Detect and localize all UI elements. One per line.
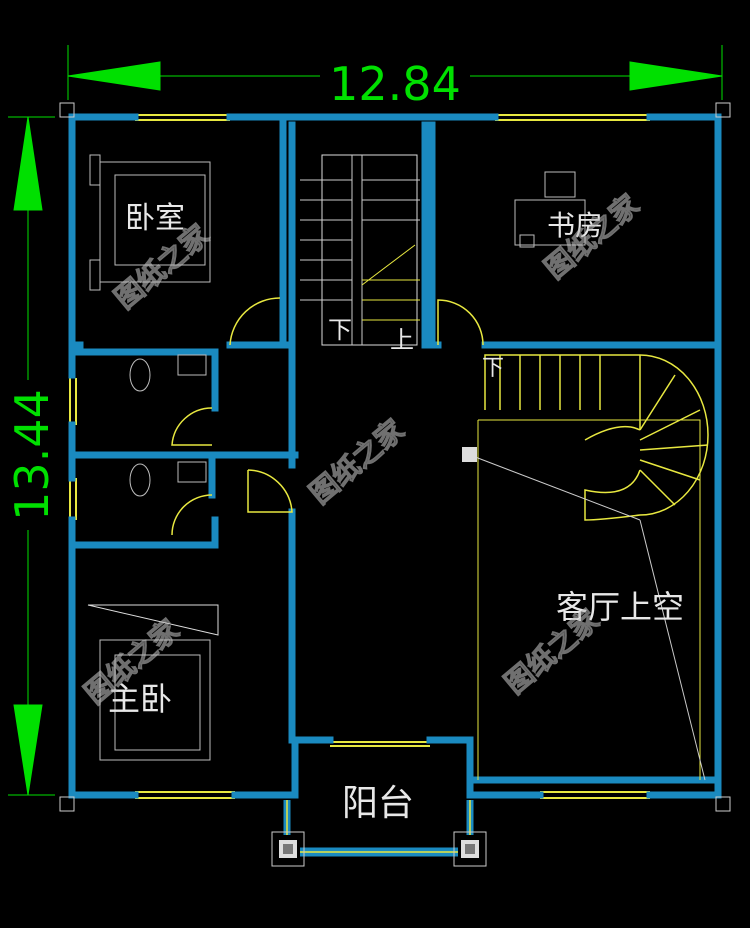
room-label-balcony: 阳台 xyxy=(342,783,414,824)
arrow-left-icon xyxy=(67,61,161,91)
straight-stair xyxy=(300,154,420,346)
arrow-right-icon xyxy=(629,61,723,91)
height-dimension-label: 13.44 xyxy=(5,389,59,521)
bed xyxy=(99,639,211,761)
room-label-bedroom: 卧室 xyxy=(125,201,185,236)
room-label-master-bedroom: 主卧 xyxy=(108,680,172,718)
dimension-width xyxy=(67,45,723,100)
arrow-down-icon xyxy=(13,704,43,796)
dimension-height xyxy=(8,116,55,796)
toilet xyxy=(129,358,151,392)
stair-up-label: 上 xyxy=(390,326,414,354)
room-label-living-void: 客厅上空 xyxy=(556,588,684,626)
doors xyxy=(171,297,484,536)
svg-text:图纸之家: 图纸之家 xyxy=(303,413,410,510)
bed xyxy=(99,161,211,283)
toilet xyxy=(129,463,151,497)
furniture xyxy=(87,154,586,761)
column-marker xyxy=(462,447,477,462)
arrow-up-icon xyxy=(13,116,43,211)
room-label-study: 书房 xyxy=(547,209,603,242)
spiral-stair xyxy=(469,354,709,781)
width-dimension-label: 12.84 xyxy=(329,57,461,111)
svg-text:图纸之家: 图纸之家 xyxy=(498,603,605,700)
windows xyxy=(69,114,650,799)
corner-markers xyxy=(59,102,731,812)
stair-down-label-2: 下 xyxy=(482,356,504,381)
desk xyxy=(514,199,586,246)
balcony xyxy=(271,800,487,867)
stair-down-label: 下 xyxy=(328,316,352,344)
